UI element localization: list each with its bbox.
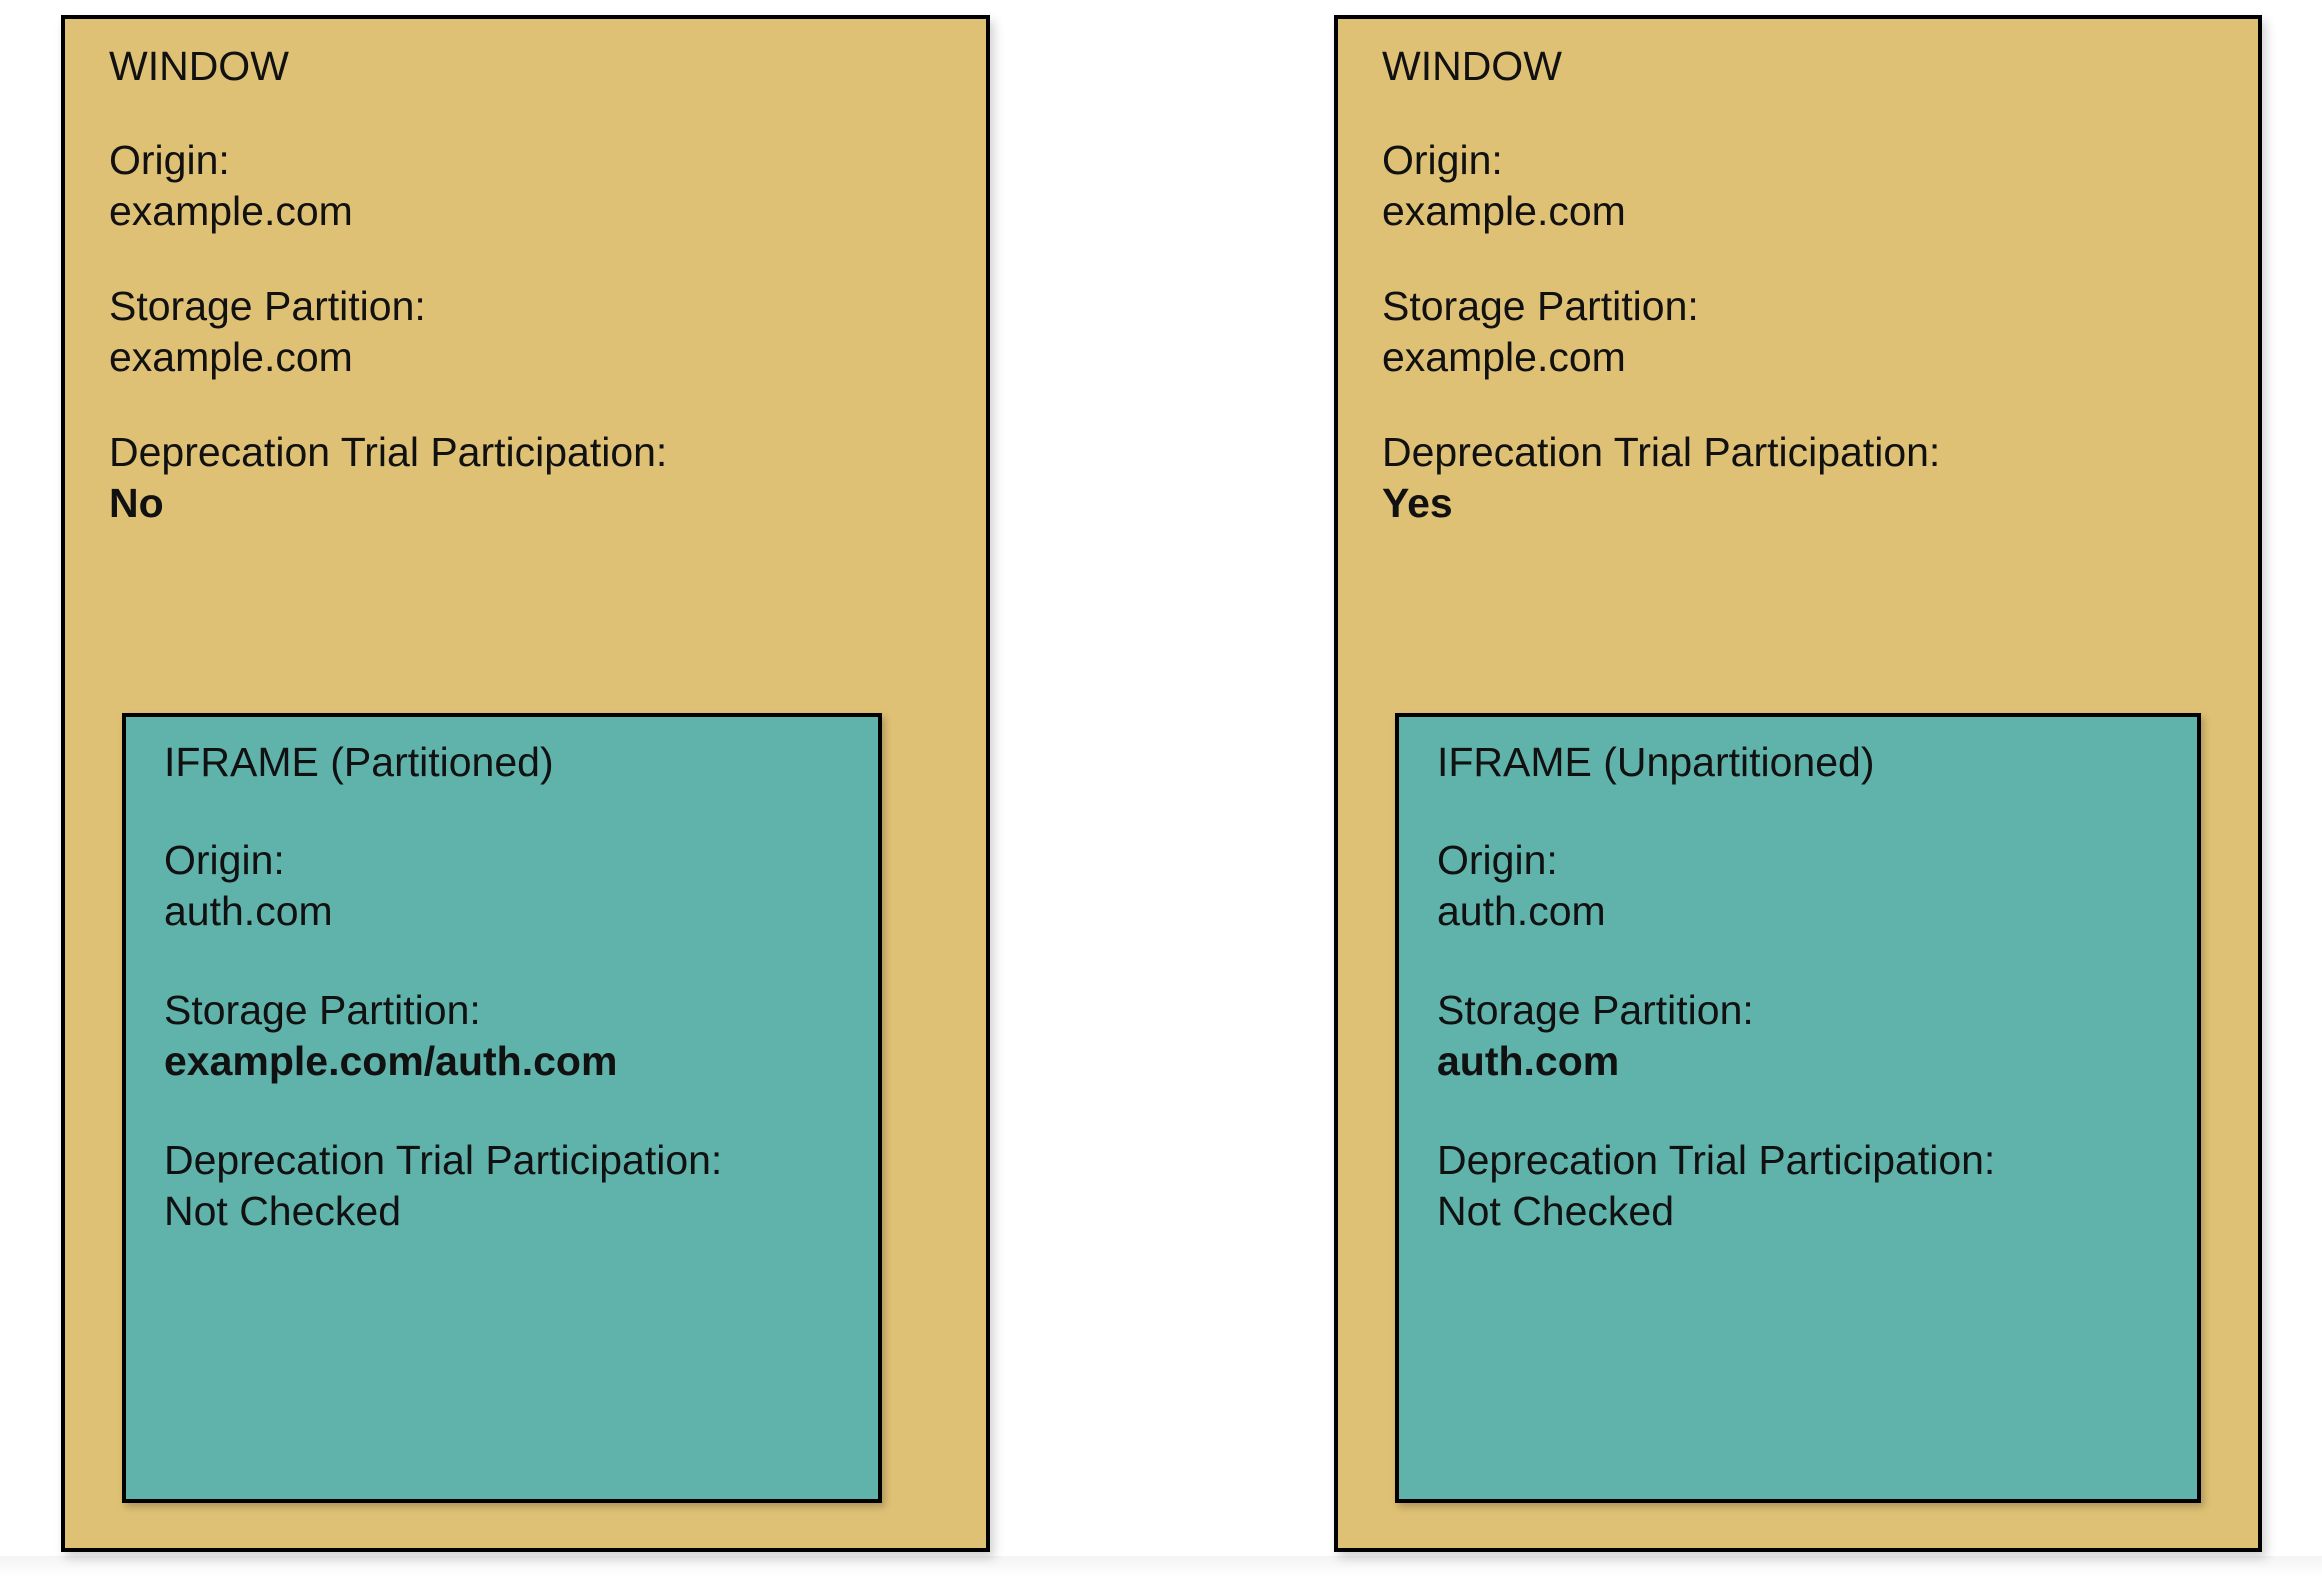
window-field-storage-partition: Storage Partition: example.com — [109, 281, 976, 383]
window-heading: WINDOW — [109, 43, 289, 89]
window-panel-body: WINDOW Origin: example.com Storage Parti… — [109, 41, 976, 529]
window-field-origin-label: Origin: — [109, 137, 230, 183]
iframe-body: IFRAME (Unpartitioned) Origin: auth.com … — [1437, 737, 2187, 1237]
iframe-field-deprecation-trial: Deprecation Trial Participation: Not Che… — [1437, 1135, 2187, 1237]
window-field-origin-label: Origin: — [1382, 137, 1503, 183]
window-field-origin: Origin: example.com — [1382, 135, 2248, 237]
window-field-deprecation-trial-label: Deprecation Trial Participation: — [1382, 429, 1941, 475]
window-panel-body: WINDOW Origin: example.com Storage Parti… — [1382, 41, 2248, 529]
page-bottom-shadow — [0, 1556, 2322, 1578]
iframe-field-deprecation-trial-label: Deprecation Trial Participation: — [1437, 1137, 1996, 1183]
window-field-deprecation-trial-value: Yes — [1382, 480, 1453, 526]
window-field-deprecation-trial: Deprecation Trial Participation: Yes — [1382, 427, 2248, 529]
window-field-deprecation-trial: Deprecation Trial Participation: No — [109, 427, 976, 529]
iframe-field-storage-partition-value: auth.com — [1437, 1038, 1620, 1084]
iframe-field-deprecation-trial-value: Not Checked — [164, 1188, 402, 1234]
iframe-box-unpartitioned: IFRAME (Unpartitioned) Origin: auth.com … — [1395, 713, 2201, 1503]
iframe-box-partitioned: IFRAME (Partitioned) Origin: auth.com St… — [122, 713, 882, 1503]
iframe-field-deprecation-trial: Deprecation Trial Participation: Not Che… — [164, 1135, 868, 1237]
window-field-origin-value: example.com — [109, 188, 353, 234]
window-field-storage-partition-label: Storage Partition: — [1382, 283, 1699, 329]
window-field-deprecation-trial-value: No — [109, 480, 164, 526]
iframe-field-storage-partition-label: Storage Partition: — [164, 987, 481, 1033]
iframe-field-origin-value: auth.com — [1437, 888, 1606, 934]
iframe-field-origin-label: Origin: — [1437, 837, 1558, 883]
window-field-storage-partition-label: Storage Partition: — [109, 283, 426, 329]
iframe-heading: IFRAME (Partitioned) — [164, 739, 554, 785]
window-field-storage-partition-value: example.com — [1382, 334, 1626, 380]
iframe-field-storage-partition: Storage Partition: auth.com — [1437, 985, 2187, 1087]
window-panel-unpartitioned: WINDOW Origin: example.com Storage Parti… — [1334, 15, 2262, 1552]
iframe-field-origin-label: Origin: — [164, 837, 285, 883]
window-heading: WINDOW — [1382, 43, 1562, 89]
iframe-field-deprecation-trial-label: Deprecation Trial Participation: — [164, 1137, 723, 1183]
iframe-field-storage-partition-label: Storage Partition: — [1437, 987, 1754, 1033]
iframe-field-origin: Origin: auth.com — [164, 835, 868, 937]
iframe-body: IFRAME (Partitioned) Origin: auth.com St… — [164, 737, 868, 1237]
window-field-origin: Origin: example.com — [109, 135, 976, 237]
window-panel-partitioned: WINDOW Origin: example.com Storage Parti… — [61, 15, 990, 1552]
iframe-field-storage-partition-value: example.com/auth.com — [164, 1038, 618, 1084]
iframe-heading: IFRAME (Unpartitioned) — [1437, 739, 1875, 785]
iframe-field-deprecation-trial-value: Not Checked — [1437, 1188, 1675, 1234]
iframe-field-origin-value: auth.com — [164, 888, 333, 934]
window-field-deprecation-trial-label: Deprecation Trial Participation: — [109, 429, 668, 475]
iframe-field-storage-partition: Storage Partition: example.com/auth.com — [164, 985, 868, 1087]
iframe-field-origin: Origin: auth.com — [1437, 835, 2187, 937]
window-field-storage-partition: Storage Partition: example.com — [1382, 281, 2248, 383]
window-field-storage-partition-value: example.com — [109, 334, 353, 380]
window-field-origin-value: example.com — [1382, 188, 1626, 234]
